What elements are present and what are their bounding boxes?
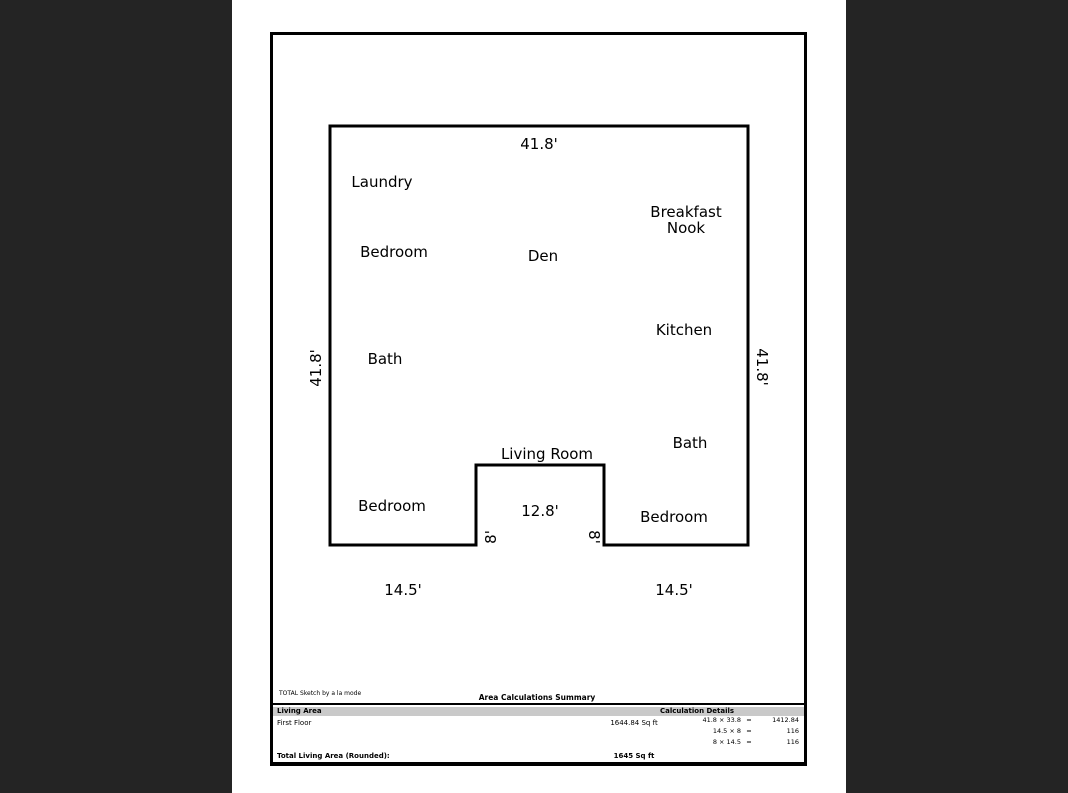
dim-notch-right-label: 8' [585, 530, 604, 544]
total-living-area-label: Total Living Area (Rounded): [277, 752, 390, 760]
dim-notch-left-label: 8' [481, 530, 500, 544]
dim-top-label: 41.8' [520, 134, 558, 153]
detail-expression: 14.5 × 8 [712, 727, 741, 735]
floorplan-outline [328, 124, 750, 547]
first-floor-label: First Floor [277, 719, 312, 727]
calc-table-header-bar: Living Area Calculation Details [273, 707, 804, 716]
sketch-page: 41.8' 41.8' 41.8' 14.5' 14.5' 12.8' 8' 8… [232, 0, 846, 793]
dim-bottom-right-label: 14.5' [655, 580, 693, 599]
room-label-bedroom-top: Bedroom [360, 242, 428, 261]
calc-summary-title: Area Calculations Summary [478, 693, 596, 702]
calc-detail-row: 14.5 × 8 = 116 [683, 727, 799, 738]
area-calculations-table: Living Area Calculation Details First Fl… [270, 703, 807, 766]
equals-sign: = [746, 727, 752, 735]
detail-expression: 41.8 × 33.8 [702, 716, 741, 724]
branding-text: TOTAL Sketch by a la mode [279, 690, 362, 697]
calc-detail-row: 41.8 × 33.8 = 1412.84 [683, 716, 799, 727]
calc-details: 41.8 × 33.8 = 1412.84 14.5 × 8 = 116 8 ×… [683, 716, 799, 749]
calculation-details-header: Calculation Details [660, 707, 735, 715]
detail-value: 1412.84 [772, 716, 799, 724]
room-label-den: Den [527, 246, 559, 265]
detail-value: 116 [786, 738, 799, 746]
room-label-bedroom-bottom-right: Bedroom [640, 507, 708, 526]
dim-left-label: 41.8' [306, 349, 325, 387]
room-label-bath-right: Bath [672, 433, 708, 452]
room-label-kitchen: Kitchen [655, 320, 713, 339]
total-living-area-value: 1645 Sq ft [613, 752, 655, 760]
room-label-laundry: Laundry [351, 172, 413, 191]
equals-sign: = [746, 716, 752, 724]
room-label-breakfast-nook: Breakfast Nook [650, 202, 722, 237]
room-label-bedroom-bottom-left: Bedroom [358, 496, 426, 515]
detail-expression: 8 × 14.5 [712, 738, 741, 746]
room-label-bath-left: Bath [367, 349, 403, 368]
living-area-header: Living Area [277, 707, 322, 715]
detail-value: 116 [786, 727, 799, 735]
calc-detail-row: 8 × 14.5 = 116 [683, 738, 799, 749]
first-floor-area: 1644.84 Sq ft [610, 719, 658, 727]
room-label-living-room: Living Room [500, 444, 594, 463]
equals-sign: = [746, 738, 752, 746]
dim-right-label: 41.8' [753, 348, 772, 386]
dim-bottom-left-label: 14.5' [384, 580, 422, 599]
sketch-border-box [270, 32, 807, 766]
dim-notch-width-label: 12.8' [521, 501, 559, 520]
